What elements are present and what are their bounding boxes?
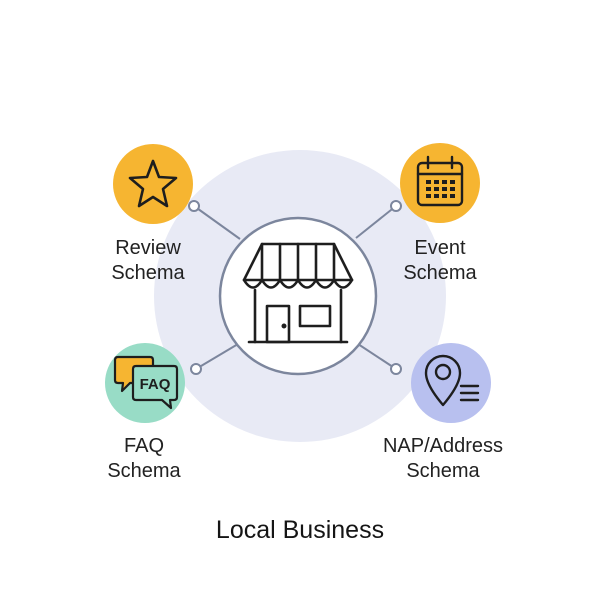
- connector-nap: [357, 343, 397, 370]
- connector-event: [355, 205, 397, 239]
- center-node: [218, 216, 378, 376]
- event-schema-label: Event Schema: [350, 236, 530, 286]
- nap-node: [411, 343, 491, 423]
- event-label-line1: Event: [414, 237, 466, 259]
- connector-dot-faq: [190, 363, 202, 375]
- faq-label-line2: Schema: [107, 460, 181, 482]
- connector-dot-nap: [390, 363, 402, 375]
- connector-dots: [188, 200, 402, 375]
- connector-dot-event: [390, 200, 402, 212]
- connector-faq: [195, 343, 239, 370]
- review-label-line2: Schema: [111, 262, 185, 284]
- connector-lines: [193, 205, 397, 370]
- event-label-line2: Schema: [403, 262, 477, 284]
- calendar-icon: [416, 155, 464, 207]
- chat-bubbles-icon: [113, 355, 179, 410]
- nap-label-line1: NAP/Address: [382, 435, 504, 457]
- review-label-line1: Review: [115, 237, 181, 259]
- event-node: [400, 143, 480, 223]
- local-business-caption: Local Business: [215, 516, 385, 544]
- connector-dot-review: [188, 200, 200, 212]
- nap-address-schema-label: NAP/Address Schema: [353, 434, 533, 484]
- connector-review: [193, 205, 241, 240]
- review-schema-label: Review Schema: [58, 236, 238, 286]
- faq-label-line1: FAQ: [123, 435, 164, 457]
- faq-icon-text: FAQ: [140, 376, 171, 393]
- review-node: [113, 144, 193, 224]
- calendar-grid: [426, 180, 455, 198]
- faq-schema-label: FAQ Schema: [54, 434, 234, 484]
- storefront-icon: [242, 242, 354, 344]
- nap-label-line2: Schema: [406, 460, 480, 482]
- star-icon: [128, 159, 178, 208]
- location-pin-list-icon: [424, 354, 480, 407]
